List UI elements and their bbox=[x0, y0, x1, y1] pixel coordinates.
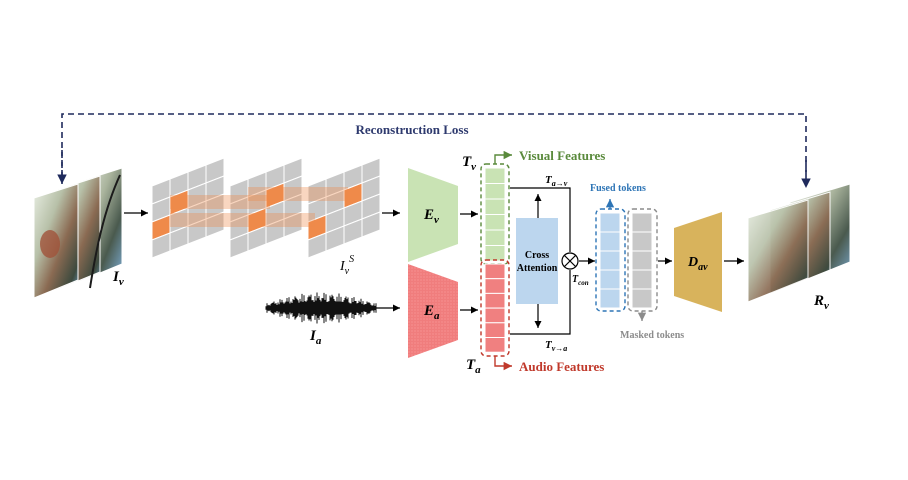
video-encoder-symbol: Ev bbox=[423, 207, 439, 226]
token bbox=[631, 288, 653, 309]
token bbox=[599, 212, 621, 233]
masked-tube bbox=[170, 213, 315, 227]
token bbox=[484, 307, 506, 324]
audio-encoder bbox=[408, 264, 458, 358]
fused-tokens bbox=[595, 208, 626, 312]
cross-attention-connectors bbox=[510, 187, 595, 335]
patch bbox=[361, 211, 381, 238]
audio-to-visual-symbol: Ta→v bbox=[545, 174, 568, 188]
token bbox=[484, 292, 506, 309]
token bbox=[484, 198, 506, 215]
audio-tokens bbox=[480, 259, 510, 357]
visual-tokens bbox=[480, 163, 510, 265]
visual-to-audio-symbol: Tv→a bbox=[545, 339, 567, 353]
masked-tube bbox=[170, 195, 270, 209]
input-video-symbol: Iv bbox=[112, 269, 124, 288]
audio-features-label: Audio Features bbox=[519, 359, 604, 374]
token bbox=[484, 229, 506, 246]
token bbox=[631, 250, 653, 271]
concat-symbol: Tcon bbox=[572, 274, 589, 287]
patch-grid bbox=[307, 157, 381, 259]
cross-attention-block bbox=[516, 218, 558, 304]
fused-tokens-label: Fused tokens bbox=[590, 183, 646, 194]
audio-waveform bbox=[265, 292, 377, 324]
masked-tokens-label: Masked tokens bbox=[620, 330, 684, 341]
token bbox=[631, 231, 653, 252]
reconstruction-loss-label: Reconstruction Loss bbox=[355, 122, 468, 137]
reconstruction-loss-path bbox=[57, 113, 811, 188]
token bbox=[599, 231, 621, 252]
arrow-to-audio-features bbox=[494, 356, 512, 371]
audio-tokens-symbol: Ta bbox=[466, 357, 481, 376]
input-video-frames bbox=[33, 167, 123, 299]
decoder bbox=[674, 212, 722, 312]
input-audio-symbol: Ia bbox=[309, 328, 322, 347]
token bbox=[484, 337, 506, 353]
token bbox=[631, 269, 653, 290]
concat-operator-icon bbox=[561, 252, 579, 270]
patch bbox=[283, 211, 303, 238]
decoder-symbol: Dav bbox=[687, 255, 708, 273]
token bbox=[599, 269, 621, 290]
token bbox=[484, 245, 506, 262]
cross-attention-label-1: Cross bbox=[525, 250, 549, 261]
reconstructed-video-frames bbox=[747, 183, 851, 303]
audio-encoder-symbol: Ea bbox=[423, 303, 440, 322]
token bbox=[484, 167, 506, 184]
patch-grid bbox=[151, 157, 225, 259]
reconstruction-symbol: Rv bbox=[813, 293, 829, 312]
visual-tokens-symbol: Tv bbox=[462, 154, 476, 173]
token bbox=[599, 250, 621, 271]
visual-features-label: Visual Features bbox=[519, 148, 605, 163]
masked-tokens bbox=[627, 208, 658, 312]
token bbox=[484, 278, 506, 294]
video-encoder bbox=[408, 168, 458, 262]
patch-grid bbox=[229, 157, 303, 259]
token bbox=[484, 183, 506, 200]
masked-video-symbol: IvS bbox=[339, 254, 354, 277]
arrow-to-visual-features bbox=[494, 150, 512, 164]
masked-patch-grids bbox=[151, 157, 381, 259]
cross-attention-label-2: Attention bbox=[517, 263, 558, 274]
masked-tube bbox=[248, 187, 348, 201]
token bbox=[599, 288, 621, 309]
token bbox=[631, 212, 653, 233]
token bbox=[484, 263, 506, 280]
token bbox=[484, 214, 506, 231]
token bbox=[484, 322, 506, 338]
patch bbox=[205, 211, 225, 238]
